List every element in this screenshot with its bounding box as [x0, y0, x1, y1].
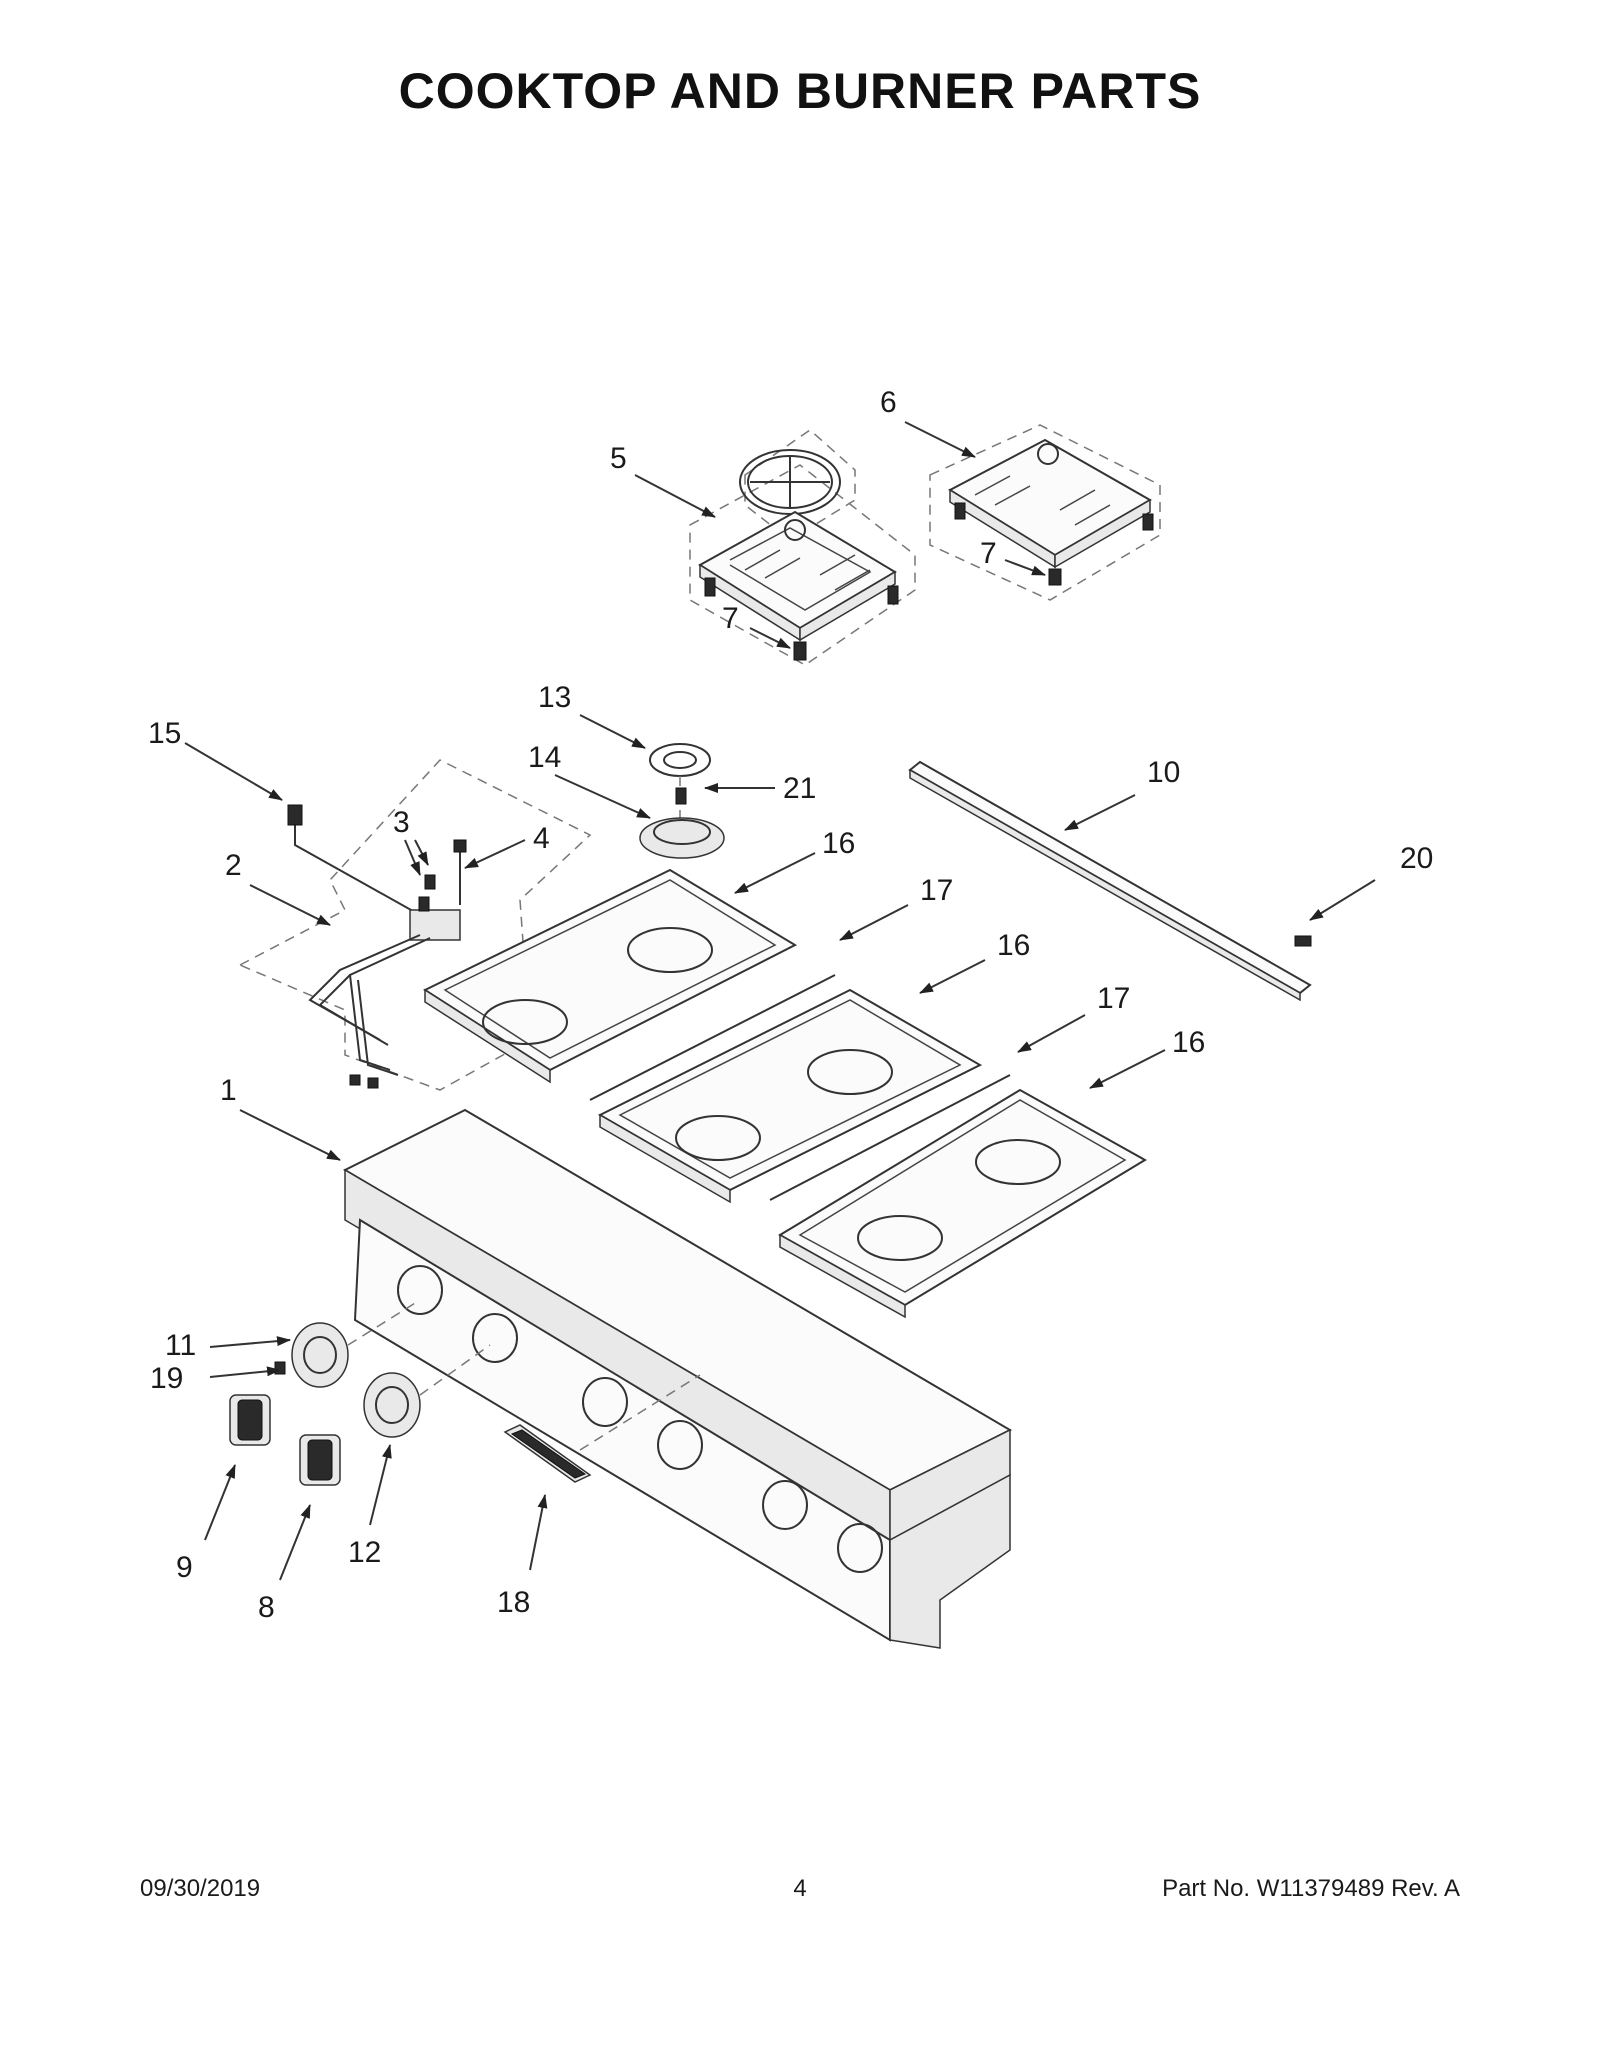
callout-13: 13 — [538, 681, 571, 714]
callout-7-left: 7 — [722, 602, 739, 635]
callout-8: 8 — [258, 1591, 275, 1624]
seal-strips — [589, 974, 1011, 1201]
callout-6: 6 — [880, 386, 897, 419]
callout-9: 9 — [176, 1551, 193, 1584]
callout-11: 11 — [165, 1329, 196, 1362]
callout-2: 2 — [225, 849, 242, 882]
control-panel-housing — [342, 1108, 1013, 1649]
burner-cap-and-base — [639, 743, 725, 860]
callout-labels: 1 2 3 4 5 6 7 7 8 9 10 11 12 13 14 15 16… — [148, 386, 1433, 1624]
leader-arrows — [184, 421, 1376, 1581]
rear-trim-rail — [908, 760, 1312, 1002]
callout-20: 20 — [1400, 842, 1433, 875]
igniter-electrode-assembly — [238, 759, 592, 1091]
burner-tray-middle — [597, 988, 983, 1204]
callout-18: 18 — [497, 1586, 530, 1619]
callout-16-back: 16 — [822, 827, 855, 860]
burner-tray-front — [778, 1088, 1147, 1319]
footer-date: 09/30/2019 — [140, 1875, 261, 1902]
callout-15: 15 — [148, 717, 181, 750]
callout-7-right: 7 — [980, 537, 997, 570]
page-title: COOKTOP AND BURNER PARTS — [398, 63, 1202, 119]
callout-17-upper: 17 — [920, 874, 953, 907]
callout-16-front: 16 — [1172, 1026, 1205, 1059]
grate-with-wok-ring — [689, 429, 916, 666]
callout-14: 14 — [528, 741, 561, 774]
nameplate-badge — [503, 1374, 701, 1483]
knob-bezels — [291, 1299, 491, 1438]
callout-12: 12 — [348, 1536, 381, 1569]
footer-page-number: 4 — [793, 1875, 807, 1902]
burner-tray-back — [422, 868, 798, 1084]
callout-19: 19 — [150, 1362, 183, 1395]
callout-5: 5 — [610, 442, 627, 475]
callout-16-middle: 16 — [997, 929, 1030, 962]
footer-part-number: Part No. W11379489 Rev. A — [1162, 1875, 1460, 1902]
callout-17-lower: 17 — [1097, 982, 1130, 1015]
callout-3: 3 — [393, 806, 410, 839]
callout-21: 21 — [783, 772, 816, 805]
callout-4: 4 — [533, 822, 550, 855]
grate — [929, 424, 1161, 601]
callout-1: 1 — [220, 1074, 237, 1107]
callout-10: 10 — [1147, 756, 1180, 789]
